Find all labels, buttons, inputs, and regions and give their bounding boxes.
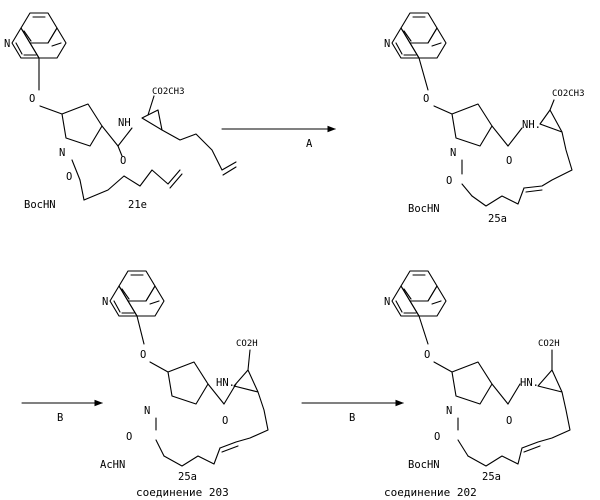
amide1-o: O — [506, 415, 512, 427]
quinoline-n: N — [4, 38, 10, 50]
proline-n: N — [446, 405, 452, 417]
ether-o: O — [29, 93, 35, 105]
acid-group: CO2H — [538, 339, 560, 349]
amide1-o: O — [222, 415, 228, 427]
boc-hn: BocHN — [24, 199, 56, 211]
amide2-o: O — [66, 171, 72, 183]
compound-caption: соединение 203 — [136, 486, 229, 499]
ester-group: CO2CH3 — [152, 87, 185, 97]
arrow-a: A — [222, 129, 335, 150]
ester-group: CO2CH3 — [552, 89, 585, 99]
amide-nh: NH — [118, 117, 131, 129]
ether-o: O — [140, 349, 146, 361]
arrow-b1: B — [22, 403, 102, 424]
ether-o: O — [423, 93, 429, 105]
compound-caption: соединение 202 — [384, 486, 477, 499]
amide-nh: HN. — [520, 377, 539, 389]
amide1-o: O — [120, 155, 126, 167]
amide2-o: O — [446, 175, 452, 187]
compound-id: 25a — [178, 471, 197, 483]
arrow-b2-label: B — [349, 412, 355, 424]
arrow-b1-label: B — [57, 412, 63, 424]
compound-21e: N O N O NH CO2CH3 O BocHN 21e — [4, 13, 236, 211]
proline-n: N — [144, 405, 150, 417]
compound-202: N O N O HN. CO2H O BocHN 25a соединение … — [384, 271, 570, 499]
boc-hn: BocHN — [408, 459, 440, 471]
compound-id: 25a — [488, 213, 507, 225]
compound-id: 21e — [128, 199, 147, 211]
quinoline-n: N — [102, 296, 108, 308]
quinoline-ring — [12, 13, 66, 58]
ac-hn: AcHN — [100, 459, 125, 471]
compound-25a-product: N O N O NH. CO2CH3 O BocHN 25a — [384, 13, 585, 225]
quinoline-n: N — [384, 38, 390, 50]
amide-nh: NH. — [522, 119, 541, 131]
compound-id: 25a — [482, 471, 501, 483]
acid-group: CO2H — [236, 339, 258, 349]
proline-n: N — [59, 147, 65, 159]
amide2-o: O — [434, 431, 440, 443]
amide2-o: O — [126, 431, 132, 443]
amide-nh: HN. — [216, 377, 235, 389]
arrow-b2: B — [302, 403, 403, 424]
ether-o: O — [424, 349, 430, 361]
amide1-o: O — [506, 155, 512, 167]
quinoline-n: N — [384, 296, 390, 308]
arrow-a-label: A — [306, 138, 313, 150]
compound-203: N O N O HN. CO2H O AcHN 25a соединение 2… — [100, 271, 268, 499]
proline-n: N — [450, 147, 456, 159]
boc-hn: BocHN — [408, 203, 440, 215]
